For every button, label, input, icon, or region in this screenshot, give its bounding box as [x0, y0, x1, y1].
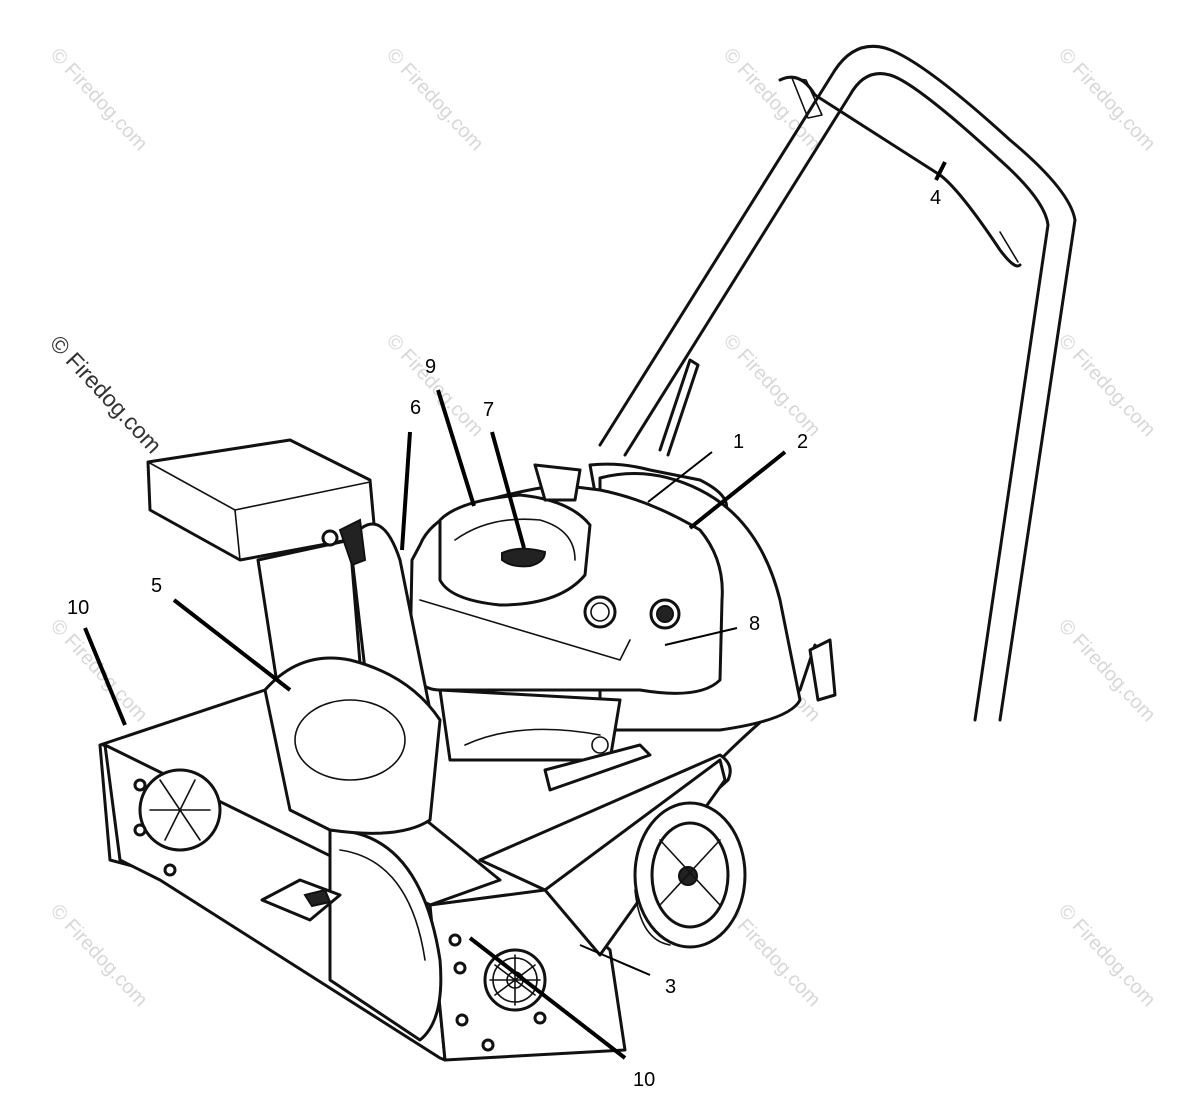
handle-assembly: [598, 44, 1077, 762]
wheel: [633, 801, 747, 949]
callout-9: 9: [425, 356, 437, 378]
callout-10-bottom: 10: [633, 1069, 656, 1091]
leader-lines: [83, 161, 947, 1060]
callout-10-left: 10: [67, 597, 90, 619]
callout-3: 3: [665, 976, 677, 998]
callout-5: 5: [151, 575, 163, 597]
engine-assembly: [408, 462, 802, 762]
callout-2: 2: [797, 431, 809, 453]
callout-4: 4: [930, 187, 942, 209]
callout-1: 1: [733, 431, 745, 453]
callout-6: 6: [410, 397, 422, 419]
callout-8: 8: [749, 613, 761, 635]
callout-7: 7: [483, 399, 495, 421]
